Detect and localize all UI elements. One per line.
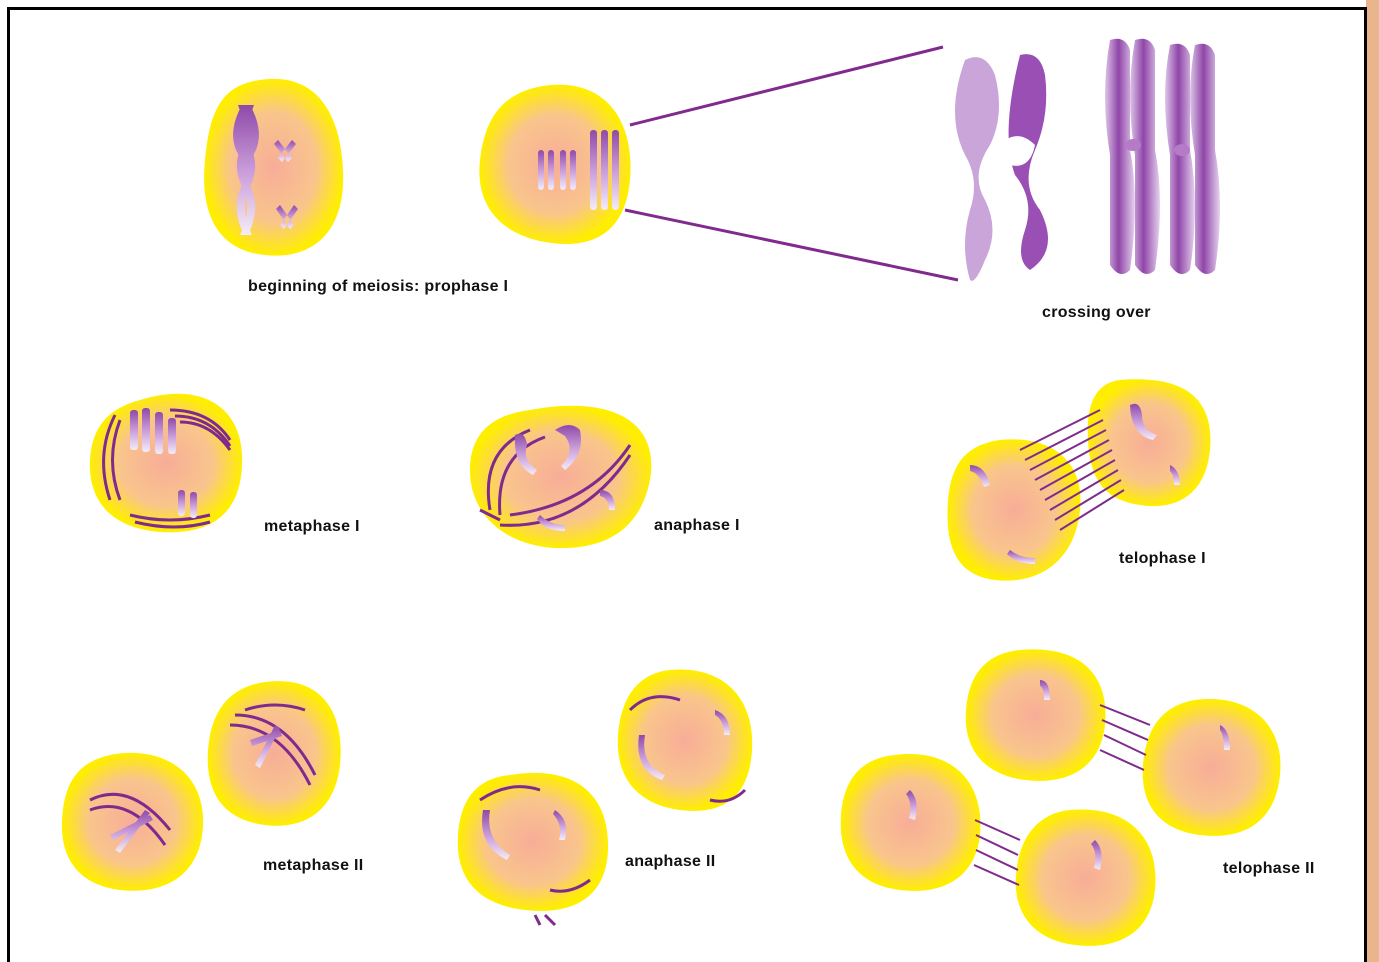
label-anaphase2: anaphase II xyxy=(625,853,715,871)
metaphase1-cell xyxy=(90,394,242,533)
label-telophase1: telophase I xyxy=(1119,550,1206,568)
meiosis-diagram xyxy=(10,10,1367,962)
label-metaphase2: metaphase II xyxy=(263,857,364,875)
anaphase1-cell xyxy=(470,406,651,548)
anaphase2-cells xyxy=(458,669,752,925)
zoom-line-top xyxy=(630,47,943,125)
prophase-cell-2 xyxy=(479,85,630,244)
label-prophase1: beginning of meiosis: prophase I xyxy=(248,278,508,296)
label-crossing-over: crossing over xyxy=(1042,304,1151,322)
zoom-line-bottom xyxy=(625,210,958,280)
prophase-cell-1 xyxy=(204,79,343,256)
crossing-over-chromosomes xyxy=(955,39,1220,281)
label-metaphase1: metaphase I xyxy=(264,518,360,536)
label-anaphase1: anaphase I xyxy=(654,517,740,535)
diagram-frame: beginning of meiosis: prophase I crossin… xyxy=(7,7,1367,962)
telophase2-cells xyxy=(841,649,1281,946)
label-telophase2: telophase II xyxy=(1223,860,1315,878)
